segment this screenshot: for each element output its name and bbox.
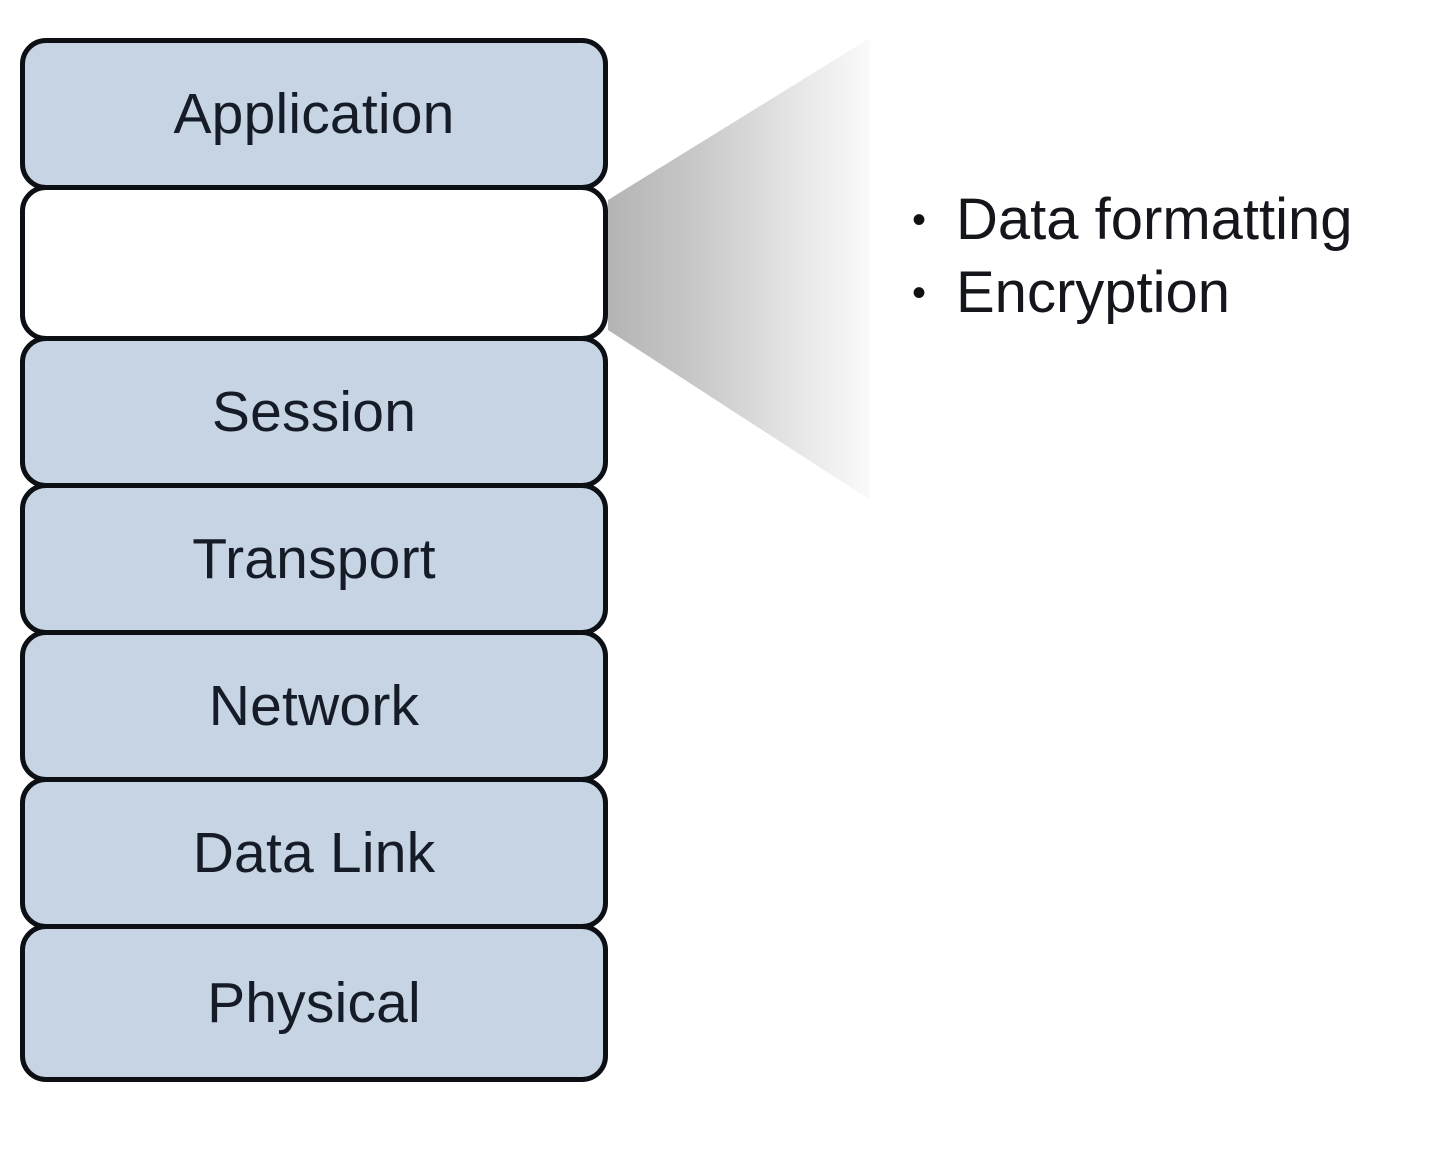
layer-label-data-link: Data Link	[192, 820, 436, 885]
bullet-point-icon: •	[912, 198, 927, 242]
layer-label-application: Application	[173, 81, 455, 146]
layer-box-network[interactable]: Network	[20, 630, 608, 782]
list-item: • Encryption	[912, 263, 1422, 322]
bullet-point-icon: •	[912, 271, 927, 316]
layer-box-presentation-highlighted[interactable]	[20, 185, 608, 341]
callout-bullet-list: • Data formatting • Encryption	[912, 190, 1422, 336]
layer-box-session[interactable]: Session	[20, 336, 608, 488]
layer-box-data-link[interactable]: Data Link	[20, 777, 608, 929]
layer-label-network: Network	[208, 673, 420, 738]
osi-layer-stack: Application Session Transport Network Da…	[20, 38, 608, 1082]
layer-label-transport: Transport	[192, 526, 436, 591]
list-item: • Data formatting	[912, 190, 1422, 249]
layer-label-physical: Physical	[207, 970, 421, 1035]
layer-box-physical[interactable]: Physical	[20, 924, 608, 1082]
layer-box-application[interactable]: Application	[20, 38, 608, 190]
callout-item-data-formatting: Data formatting	[956, 187, 1353, 252]
callout-item-encryption: Encryption	[956, 260, 1231, 326]
callout-funnel	[608, 38, 870, 500]
layer-box-transport[interactable]: Transport	[20, 483, 608, 635]
layer-label-session: Session	[211, 379, 417, 444]
